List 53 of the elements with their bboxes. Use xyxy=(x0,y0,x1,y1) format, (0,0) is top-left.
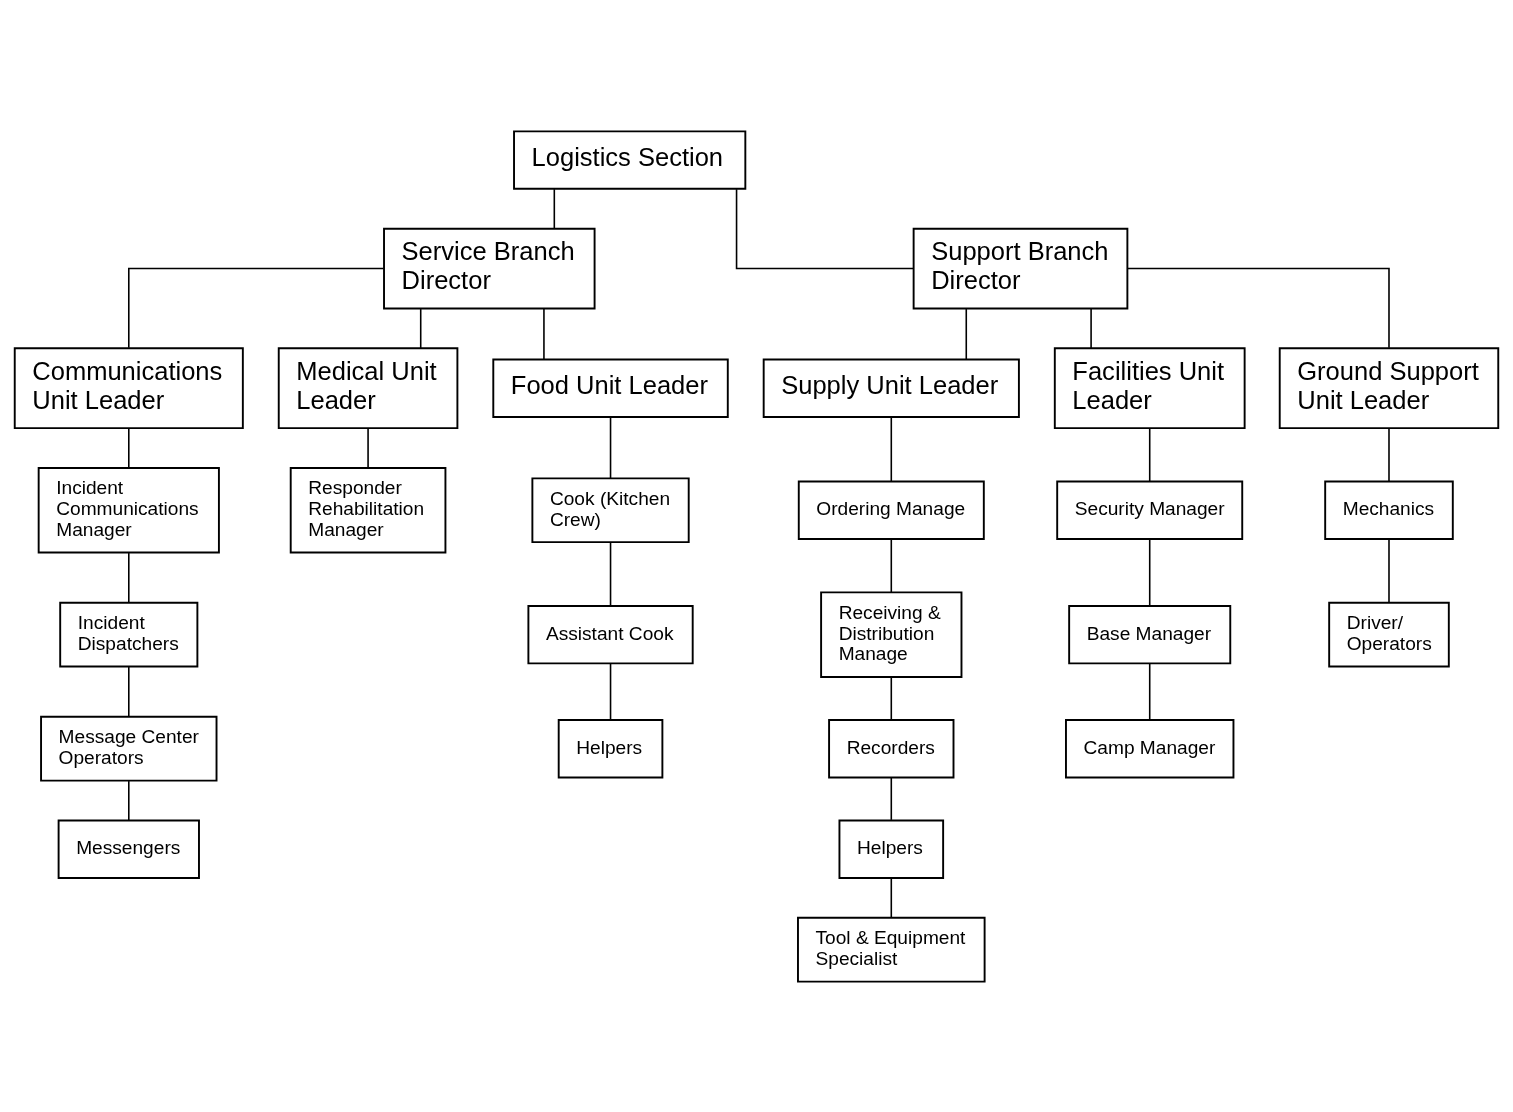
node-box: Helpers xyxy=(557,718,664,778)
node-box: Message Center Operators xyxy=(40,715,218,782)
connector xyxy=(609,541,612,606)
connector xyxy=(128,267,385,348)
connector xyxy=(128,551,130,603)
node-box: Supply Unit Leader xyxy=(762,358,1020,418)
connector xyxy=(890,675,893,720)
connector xyxy=(890,877,893,918)
node-box: Assistant Cook xyxy=(527,604,694,664)
node-box: Service Branch Director xyxy=(383,227,596,309)
node-box: Helpers xyxy=(838,819,945,879)
node-box: Security Manager xyxy=(1056,480,1244,540)
node-box: Support Branch Director xyxy=(912,227,1129,309)
node-box: Food Unit Leader xyxy=(492,358,729,418)
connector xyxy=(1126,267,1390,348)
node-box: Cook (Kitchen Crew) xyxy=(531,476,690,543)
node-box: Medical Unit Leader xyxy=(277,346,459,429)
connector xyxy=(553,187,556,229)
connector xyxy=(890,776,893,821)
connector xyxy=(1148,662,1151,720)
node-box: Tool & Equipment Specialist xyxy=(797,916,986,983)
connector xyxy=(890,415,893,482)
connector xyxy=(1148,426,1151,482)
connector xyxy=(128,779,130,821)
connector xyxy=(890,537,893,593)
node-box: Ordering Manage xyxy=(797,480,985,540)
node-box: Camp Manager xyxy=(1065,718,1235,778)
node-box: Driver/ Operators xyxy=(1328,601,1450,668)
node-box: Facilities Unit Leader xyxy=(1053,346,1246,429)
connector xyxy=(735,187,915,269)
node-box: Recorders xyxy=(828,718,955,778)
node-box: Logistics Section xyxy=(513,129,747,190)
node-box: Messengers xyxy=(57,819,200,879)
connector xyxy=(367,426,369,468)
node-box: Receiving & Distribution Manage xyxy=(820,590,963,678)
connector xyxy=(1090,307,1092,349)
connector xyxy=(543,307,545,360)
connector xyxy=(419,307,422,349)
connector xyxy=(128,426,130,468)
node-box: Incident Dispatchers xyxy=(59,601,199,668)
connector xyxy=(609,662,612,720)
connector xyxy=(609,415,612,479)
node-box: Communications Unit Leader xyxy=(13,346,244,429)
node-box: Incident Communications Manager xyxy=(37,466,220,553)
node-box: Ground Support Unit Leader xyxy=(1278,346,1500,429)
connector xyxy=(1388,426,1390,482)
connector xyxy=(1148,537,1151,606)
node-box: Mechanics xyxy=(1324,480,1454,540)
connector xyxy=(1388,537,1390,603)
node-box: Base Manager xyxy=(1068,604,1232,664)
connector xyxy=(965,307,968,360)
connector xyxy=(128,665,130,717)
node-box: Responder Rehabilitation Manager xyxy=(289,466,447,553)
